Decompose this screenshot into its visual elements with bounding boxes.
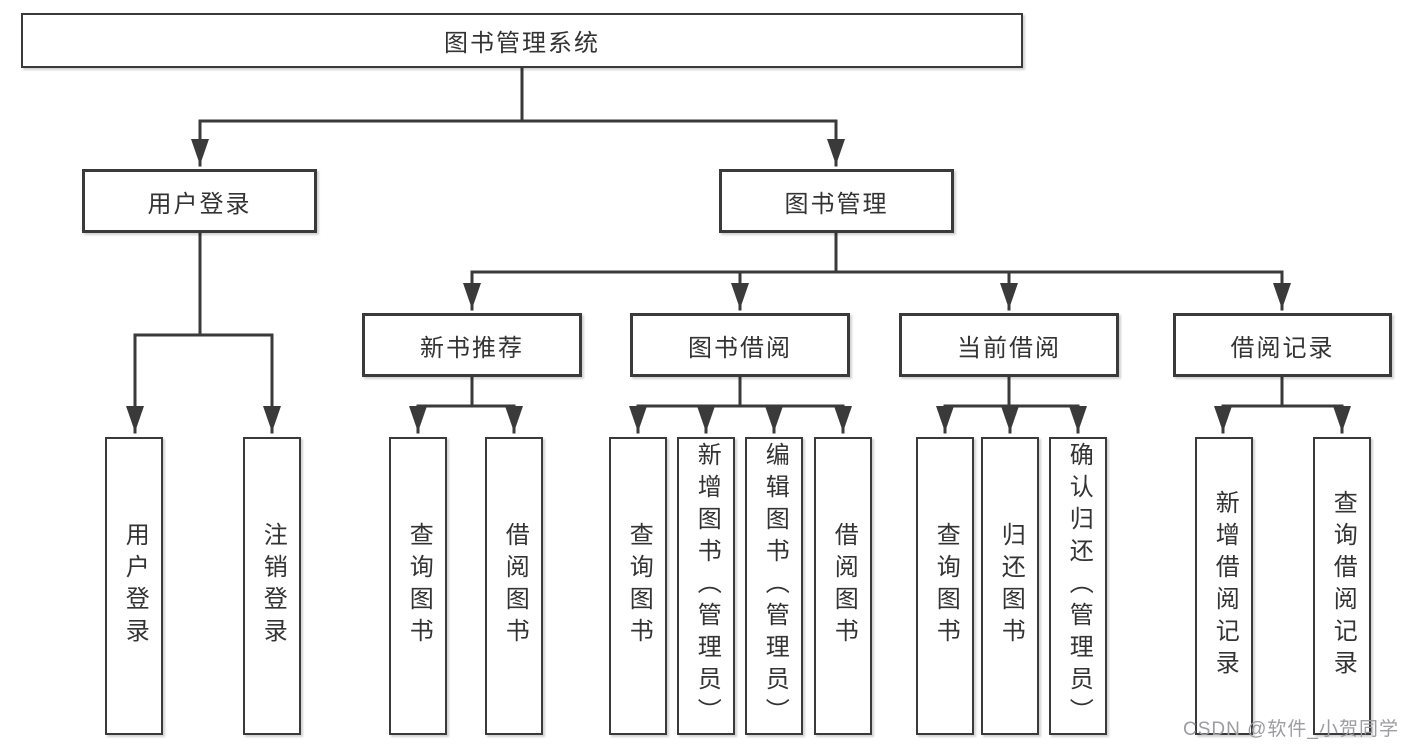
leaf-user-login-label: 用户登录 — [121, 522, 149, 650]
node-current-borrowing-label: 当前借阅 — [957, 334, 1061, 362]
leaf-query-books-borrowing-label: 查询图书 — [625, 522, 653, 650]
leaf-logout-label: 注销登录 — [259, 522, 287, 650]
node-book-management-label: 图书管理 — [784, 190, 889, 218]
leaf-edit-book-admin-label: 编辑图书（管理员） — [761, 442, 789, 730]
node-book-borrowing: 图书借阅 — [630, 313, 850, 377]
node-user-login-label: 用户登录 — [147, 190, 252, 218]
node-new-book-recommendation: 新书推荐 — [362, 313, 582, 377]
leaf-query-books-current-label: 查询图书 — [932, 522, 960, 650]
node-current-borrowing: 当前借阅 — [899, 313, 1119, 377]
node-book-management: 图书管理 — [719, 169, 954, 233]
leaf-user-login: 用户登录 — [105, 437, 163, 735]
leaf-query-borrow-record: 查询借阅记录 — [1313, 437, 1371, 735]
leaf-query-books-current: 查询图书 — [916, 437, 974, 735]
leaf-edit-book-admin: 编辑图书（管理员） — [745, 437, 803, 735]
node-root-label: 图书管理系统 — [444, 30, 600, 57]
leaf-query-books-borrowing: 查询图书 — [609, 437, 667, 735]
leaf-confirm-return-admin: 确认归还（管理员） — [1049, 437, 1107, 735]
leaf-borrow-books-borrowing: 借阅图书 — [814, 437, 872, 735]
node-borrow-records: 借阅记录 — [1173, 313, 1392, 377]
leaf-confirm-return-admin-label: 确认归还（管理员） — [1065, 442, 1093, 730]
csdn-watermark: CSDN @软件_小贺同学 — [1183, 719, 1399, 740]
node-new-book-recommendation-label: 新书推荐 — [420, 334, 524, 362]
leaf-add-borrow-record: 新增借阅记录 — [1195, 437, 1253, 735]
leaf-add-book-admin-label: 新增图书（管理员） — [693, 442, 721, 730]
leaf-borrow-books-borrowing-label: 借阅图书 — [830, 522, 858, 650]
node-user-login: 用户登录 — [82, 169, 317, 233]
node-book-borrowing-label: 图书借阅 — [688, 334, 792, 362]
leaf-query-books-recommend-label: 查询图书 — [405, 522, 433, 650]
leaf-add-borrow-record-label: 新增借阅记录 — [1211, 490, 1239, 682]
leaf-return-books-label: 归还图书 — [997, 522, 1025, 650]
leaf-borrow-books-recommend-label: 借阅图书 — [501, 522, 529, 650]
leaf-logout: 注销登录 — [243, 437, 301, 735]
node-root: 图书管理系统 — [21, 13, 1023, 68]
leaf-query-borrow-record-label: 查询借阅记录 — [1329, 490, 1357, 682]
leaf-query-books-recommend: 查询图书 — [389, 437, 447, 735]
leaf-borrow-books-recommend: 借阅图书 — [485, 437, 543, 735]
node-borrow-records-label: 借阅记录 — [1230, 334, 1335, 362]
leaf-return-books: 归还图书 — [981, 437, 1039, 735]
leaf-add-book-admin: 新增图书（管理员） — [677, 437, 735, 735]
